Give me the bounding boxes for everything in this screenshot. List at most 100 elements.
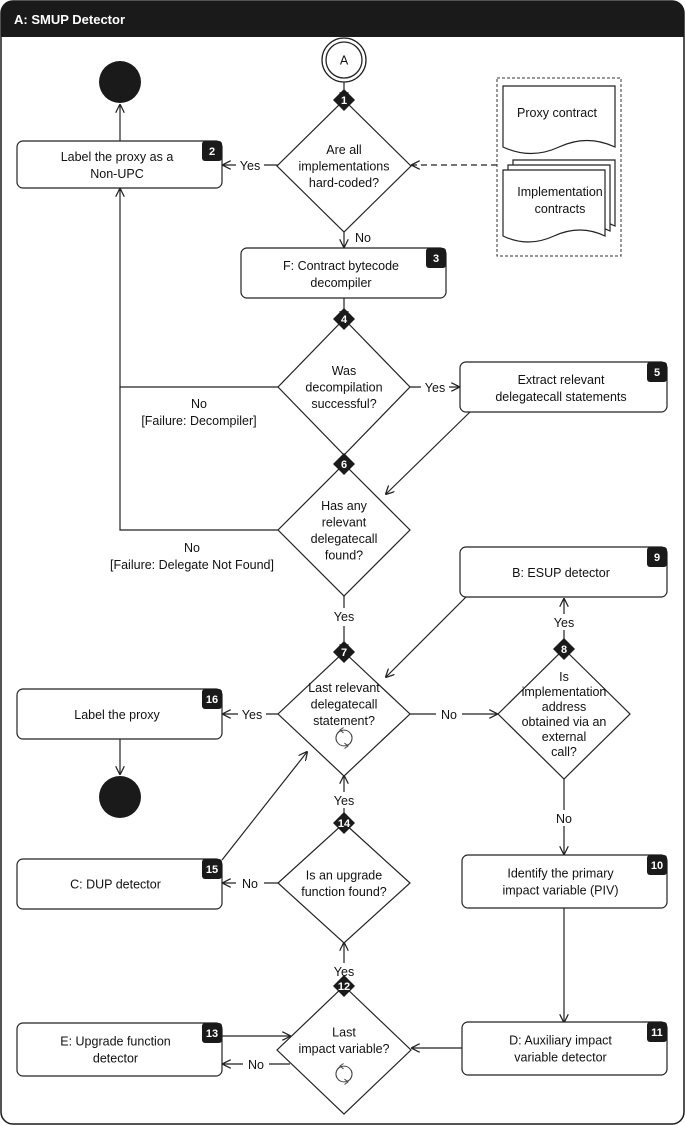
header-title: A: SMUP Detector [14, 12, 125, 27]
node-5: 5 Extract relevant delegatecall statemen… [459, 361, 668, 413]
loop-icon [335, 1063, 353, 1085]
label-4-no: No [191, 397, 207, 411]
node-15: 15C: DUP detector [16, 858, 223, 910]
node-9-line-1: B: ESUP detector [512, 566, 610, 580]
label-8-no: No [556, 812, 572, 826]
node-3-line-2: decompiler [310, 276, 371, 290]
node-5-number: 5 [654, 367, 660, 379]
node-3-number: 3 [433, 253, 439, 265]
node-7-line-2: delegatecall [311, 698, 378, 712]
node-8-line-6: call? [551, 745, 577, 759]
implementation-contracts-document [502, 169, 606, 243]
node-5-line-1: Extract relevant [518, 373, 605, 387]
node-1-line-3: hard-coded? [309, 176, 379, 190]
node-1-line-2: implementations [298, 160, 389, 174]
node-2-line-2: Non-UPC [90, 167, 144, 181]
proxy-contract-document [502, 85, 616, 155]
label-7-no: No [441, 708, 457, 722]
node-1-line-1: Are all [326, 143, 361, 157]
node-12-line-1: Last [332, 1025, 356, 1039]
node-11-number: 11 [651, 1027, 663, 1039]
node-8-line-5: external [542, 730, 586, 744]
node-2-number: 2 [209, 146, 215, 158]
node-8-line-2: implementation [522, 685, 607, 699]
node-6-number: 6 [341, 459, 347, 471]
label-12-no: No [248, 1058, 264, 1072]
node-10-line-2: impact variable (PIV) [502, 884, 618, 898]
node-8-line-1: Is [559, 670, 569, 684]
edge-15-to-7 [221, 752, 307, 861]
loop-icon [335, 727, 353, 749]
node-7-number: 7 [341, 647, 347, 659]
node-11: 11 D: Auxiliary impact variable detector [461, 1021, 668, 1076]
label-8-yes: Yes [554, 616, 574, 630]
label-14-no: No [242, 877, 258, 891]
label-12-yes: Yes [334, 965, 354, 979]
node-13-line-2: detector [93, 1052, 138, 1066]
node-5-line-2: delegatecall statements [495, 390, 626, 404]
node-2-line-1: Label the proxy as a [61, 150, 174, 164]
node-15-line-1: C: DUP detector [70, 878, 161, 892]
edge-9-to-7 [386, 596, 467, 677]
node-10-number: 10 [651, 860, 663, 872]
node-8-line-4: obtained via an [522, 715, 607, 729]
node-16-number: 16 [206, 694, 218, 706]
implementation-contracts-label-1: Implementation [517, 185, 603, 199]
node-4-line-3: successful? [311, 397, 376, 411]
node-14-number: 14 [338, 818, 351, 830]
label-1-no: No [355, 231, 371, 245]
node-12-number: 12 [338, 981, 350, 993]
label-6-no: No [184, 541, 200, 555]
node-8-line-3: address [542, 700, 586, 714]
node-6-line-4: found? [325, 548, 363, 562]
end-circle-top [99, 61, 141, 103]
start-connector: A [321, 37, 367, 83]
label-7-yes: Yes [242, 708, 262, 722]
label-6-failure: [Failure: Delegate Not Found] [110, 558, 274, 572]
connectors [120, 82, 564, 1064]
start-connector-label: A [340, 54, 349, 68]
node-4-number: 4 [341, 314, 348, 326]
node-9: 9 B: ESUP detector [459, 546, 668, 598]
node-9-number: 9 [654, 552, 660, 564]
node-6-line-1: Has any [321, 499, 368, 513]
node-13-number: 13 [206, 1028, 218, 1040]
node-2: 2 Label the proxy as a Non-UPC [16, 140, 223, 189]
node-6-line-2: relevant [322, 515, 367, 529]
input-documents: Proxy contract Implementation contracts [496, 77, 622, 257]
node-3-line-1: F: Contract bytecode [283, 259, 399, 273]
node-4-line-2: decompilation [305, 381, 382, 395]
node-1-number: 1 [341, 95, 347, 107]
node-11-line-1: D: Auxiliary impact [509, 1034, 612, 1048]
edge-labels: Yes No Yes No [Failure: Decompiler] No [… [110, 157, 579, 1072]
node-4-line-1: Was [332, 364, 357, 378]
node-7-line-1: Last relevant [308, 681, 380, 695]
edge-5-to-6 [386, 411, 471, 494]
implementation-contracts-label-2: contracts [535, 202, 586, 216]
node-13-line-1: E: Upgrade function [60, 1035, 171, 1049]
node-3: 3 F: Contract bytecode decompiler [240, 247, 447, 299]
label-4-yes: Yes [425, 381, 445, 395]
node-14-line-1: Is an upgrade [306, 868, 382, 882]
node-8-number: 8 [561, 644, 567, 656]
label-14-yes: Yes [334, 794, 354, 808]
node-13: 13 E: Upgrade function detector [16, 1022, 223, 1077]
end-circle-bottom [99, 776, 141, 818]
node-12-line-2: impact variable? [298, 1042, 389, 1056]
label-4-failure: [Failure: Decompiler] [141, 414, 256, 428]
node-11-line-2: variable detector [514, 1051, 606, 1065]
node-7-line-3: statement? [313, 714, 375, 728]
label-1-yes: Yes [240, 159, 260, 173]
label-6-yes: Yes [334, 610, 354, 624]
node-16: 16 Label the proxy [16, 688, 223, 740]
header-bar [1, 1, 684, 37]
